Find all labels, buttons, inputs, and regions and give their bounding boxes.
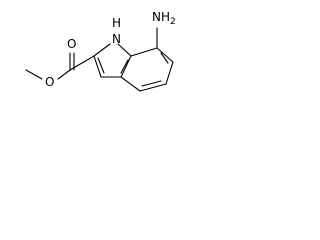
bond-c7-c6 [156, 47, 174, 63]
bond-c3-c2 [93, 55, 102, 78]
bond-c7a-c3a-inner [120, 59, 129, 74]
bond-n1-c7a [117, 43, 132, 57]
bond-carbonyl-c2 [69, 55, 95, 71]
bond-c3-c2-inner [97, 57, 105, 74]
bond-c5-c4-inner [141, 80, 162, 87]
bond-methyl-ester-o [25, 69, 43, 80]
bond-c6-c5 [165, 61, 174, 85]
bond-c4-c3a [120, 76, 141, 92]
amine-label: NH2 [152, 10, 176, 27]
bond-c7a-c7 [130, 47, 158, 57]
bond-c7-c6-inner [160, 52, 169, 64]
carbonyl-o-label: O [67, 37, 76, 51]
bond-c2-n1 [93, 43, 111, 57]
bond-c7a-c3a [120, 55, 132, 78]
molecule-structure: NH2 H N O O [25, 10, 176, 92]
bonds [25, 27, 174, 92]
ester-o-label: O [45, 75, 54, 89]
ring-h-label: H [112, 16, 121, 30]
structure-canvas: NH2 H N O O [0, 0, 197, 115]
bond-ester-o-carbonyl-c [57, 69, 71, 80]
ring-n-label: N [112, 32, 121, 46]
bond-c5-c4 [139, 83, 167, 92]
atom-labels: NH2 H N O O [45, 10, 176, 89]
